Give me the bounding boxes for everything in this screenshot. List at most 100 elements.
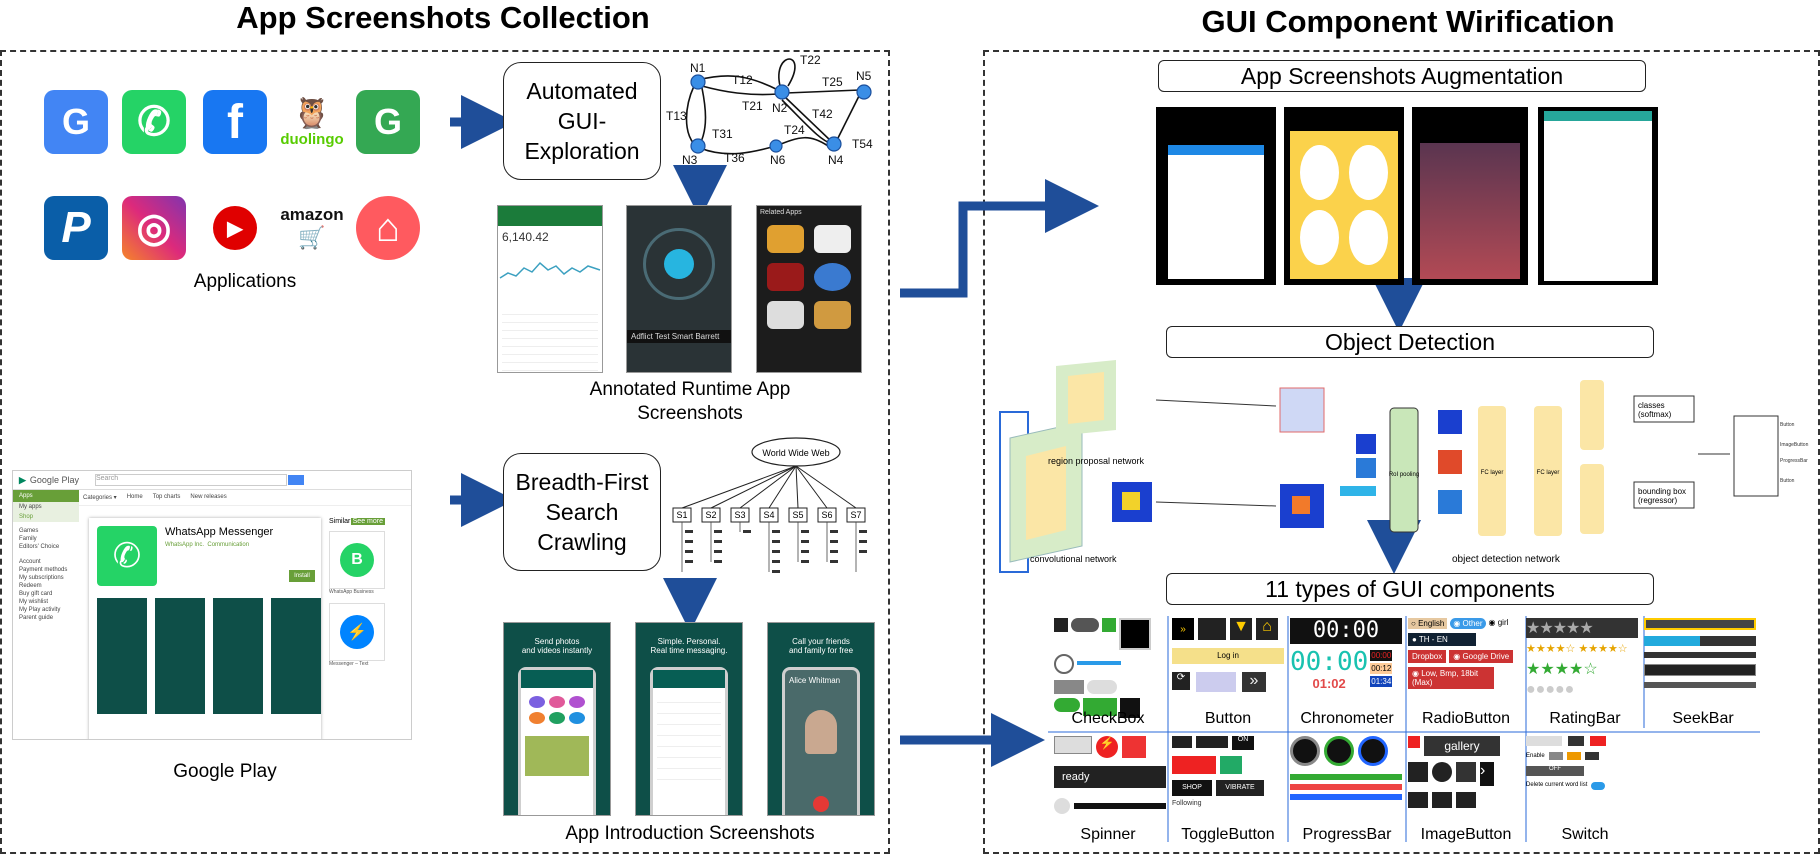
play-category[interactable]: Communication: [207, 542, 250, 548]
play-install-button[interactable]: Install: [289, 570, 315, 582]
node-n4: [826, 136, 842, 152]
music-track: Adflict Test Smart Barrett: [627, 330, 731, 343]
play-sidebar-my-apps[interactable]: My apps: [13, 502, 79, 512]
component-label-chronometer: Chronometer: [1300, 710, 1394, 727]
left-section-title: App Screenshots Collection: [236, 0, 650, 35]
classes-label: classes(softmax): [1638, 401, 1672, 419]
play-sidebar-subscriptions[interactable]: My subscriptions: [19, 575, 64, 581]
label-n1: N1: [690, 61, 706, 75]
component-label-radiobutton: RadioButton: [1421, 710, 1511, 727]
label-t12: T12: [732, 73, 753, 87]
play-nav-categories[interactable]: Categories ▾: [83, 495, 117, 501]
radio-girl: girl: [1497, 618, 1509, 627]
button-samples: »▼⌂ Log in ⟳»: [1172, 618, 1284, 706]
instagram-icon: ◎: [122, 196, 186, 260]
svg-text:S3: S3: [734, 510, 745, 520]
edge-t54: [837, 93, 861, 139]
site-s3: S3: [730, 507, 750, 523]
site-s2: S2: [701, 507, 721, 523]
chrono-green: 00:00: [1290, 647, 1369, 677]
play-similar-label: Similar: [329, 518, 351, 525]
fc-layer-bbox: [1580, 464, 1604, 534]
messenger-icon: ⚡: [340, 615, 374, 649]
play-similar-item-2[interactable]: Messenger – Text: [329, 661, 369, 667]
switch-delete: Delete current word list: [1526, 782, 1588, 788]
chrono-small-2: 00:12: [1370, 663, 1393, 674]
state-transition-graph: N1 N2 N3 N4 N5 N6 T12 T21 T22 T13 T31 T2…: [666, 53, 873, 167]
chrono-red: 01:02: [1312, 676, 1346, 691]
conv-layer-yellow: [1026, 446, 1066, 540]
switch-off: OFF: [1526, 766, 1584, 776]
paypal-icon: P: [44, 196, 108, 260]
play-sidebar-wishlist[interactable]: My wishlist: [19, 599, 49, 605]
play-search-input[interactable]: Search: [94, 474, 287, 486]
apps-screen-title: Related Apps: [760, 209, 802, 216]
play-whatsapp-icon: ✆: [97, 526, 157, 586]
detection-network-label: object detection network: [1452, 554, 1561, 565]
imagebutton-samples: gallery ›: [1408, 736, 1520, 822]
label-t13: T13: [666, 109, 687, 123]
svg-text:S6: S6: [821, 510, 832, 520]
facebook-icon: f: [203, 90, 267, 154]
rpn-layer-yellow: [1068, 372, 1104, 424]
object-detection-diagram: convolutional network region proposal ne…: [999, 360, 1809, 573]
component-label-ratingbar: RatingBar: [1549, 710, 1621, 727]
edge-t42: [785, 97, 833, 143]
fc-layer-classes: [1580, 380, 1604, 450]
node-n1: [690, 74, 706, 90]
play-nav-top-charts[interactable]: Top charts: [152, 494, 181, 500]
intro-screenshot-2: Simple. Personal. Real time messaging.: [635, 622, 743, 816]
play-sidebar-redeem[interactable]: Redeem: [19, 583, 42, 589]
label-t21: T21: [742, 99, 763, 113]
play-sidebar-editors[interactable]: Editors' Choice: [19, 544, 60, 550]
seekbar-samples: [1644, 618, 1756, 706]
roi-pooling-layer: [1389, 407, 1419, 533]
svg-text:S1: S1: [676, 510, 687, 520]
world-wide-web-label: World Wide Web: [762, 448, 829, 458]
play-sidebar-gift[interactable]: Buy gift card: [19, 591, 53, 597]
object-detection-box: Object Detection: [1166, 326, 1654, 358]
label-n4: N4: [828, 153, 844, 167]
classes-box: [1633, 395, 1695, 423]
component-label-button: Button: [1204, 710, 1252, 727]
site-s4: S4: [759, 507, 779, 523]
stock-value: 6,140.42: [502, 230, 549, 244]
edge-t31: [699, 87, 707, 145]
play-sidebar-payment[interactable]: Payment methods: [19, 567, 68, 573]
play-nav-new-releases[interactable]: New releases: [190, 494, 227, 500]
play-app-title: WhatsApp Messenger: [165, 526, 274, 538]
svg-text:FC layer: FC layer: [1537, 470, 1560, 476]
intro-caption: App Introduction Screenshots: [565, 823, 815, 844]
right-panel: [983, 50, 1820, 854]
play-sidebar-apps[interactable]: Apps: [13, 490, 79, 502]
play-see-more-button[interactable]: See more: [350, 518, 385, 525]
fc-layer-2: [1534, 406, 1562, 536]
play-sidebar-family[interactable]: Family: [19, 536, 37, 542]
augmented-screenshot-1: [1156, 107, 1276, 285]
play-sidebar-parent[interactable]: Parent guide: [19, 615, 54, 621]
label-t24: T24: [784, 123, 805, 137]
play-sidebar-shop[interactable]: Shop: [13, 512, 79, 522]
play-similar-item-1[interactable]: WhatsApp Business: [329, 589, 374, 595]
annotated-screenshot-stock: 6,140.42: [497, 205, 603, 373]
play-nav-home[interactable]: Home: [126, 494, 143, 500]
intro-screenshot-1: Send photos and videos instantly: [503, 622, 611, 816]
bbox-box: [1633, 481, 1695, 509]
annotated-caption: Annotated Runtime App Screenshots: [589, 379, 791, 424]
switch-enable: Enable: [1526, 753, 1545, 759]
play-sidebar-activity[interactable]: My Play activity: [19, 607, 61, 613]
toggle-following: Following: [1172, 800, 1202, 807]
node-n2: [774, 84, 790, 100]
left-panel: [0, 50, 890, 854]
component-label-seekbar: SeekBar: [1672, 710, 1734, 727]
play-sidebar-account[interactable]: Account: [19, 559, 41, 565]
radio-dropbox: Dropbox: [1408, 650, 1447, 663]
radio-other: Other: [1462, 619, 1483, 628]
fc-layer-1: [1478, 406, 1506, 536]
augmented-screenshot-4: [1538, 107, 1658, 285]
play-sidebar-games[interactable]: Games: [19, 528, 39, 534]
play-developer[interactable]: WhatsApp Inc.: [165, 542, 205, 548]
chronometer-samples: 00:00 00:00 01:02 00:00 00:12 01:34: [1290, 618, 1402, 706]
google-translate-icon: G: [44, 90, 108, 154]
